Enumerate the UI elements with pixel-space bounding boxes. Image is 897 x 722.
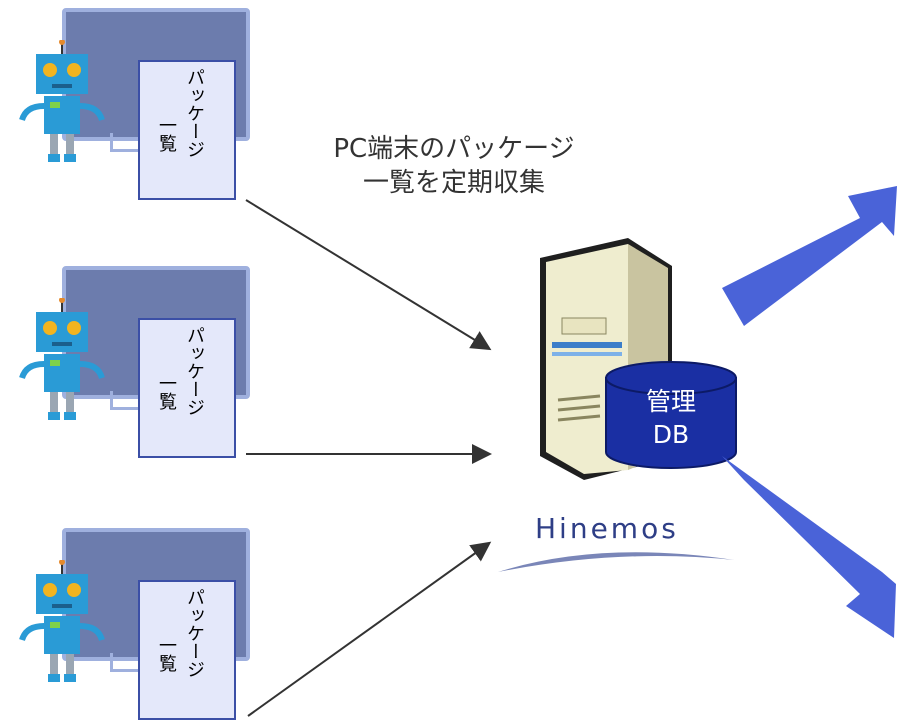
package-list-document: パッケージ 一覧 bbox=[138, 318, 236, 458]
doc-label-line1: パッケージ bbox=[184, 588, 205, 678]
database-cylinder-icon bbox=[605, 361, 737, 469]
output-arrow-up bbox=[722, 186, 897, 326]
collect-arrow-3 bbox=[247, 541, 492, 717]
agent-node-2: パッケージ 一覧 bbox=[0, 258, 250, 458]
agent-node-1: パッケージ 一覧 bbox=[0, 0, 250, 200]
output-arrow-down bbox=[722, 456, 896, 638]
agent-node-3: パッケージ 一覧 bbox=[0, 520, 250, 720]
collection-caption: PC端末のパッケージ 一覧を定期収集 bbox=[300, 132, 608, 200]
database-label-line2: DB bbox=[652, 420, 690, 449]
database-label: 管理 DB bbox=[606, 385, 736, 451]
database-label-line1: 管理 bbox=[645, 387, 696, 416]
doc-label-line2: 一覧 bbox=[156, 636, 177, 672]
collection-caption-line1: PC端末のパッケージ bbox=[333, 134, 575, 164]
logo-swoosh bbox=[498, 552, 734, 572]
robot-icon bbox=[19, 40, 105, 162]
package-list-document: パッケージ 一覧 bbox=[138, 60, 236, 200]
hinemos-logo: Hinemos bbox=[535, 512, 679, 545]
doc-label-line2: 一覧 bbox=[156, 116, 177, 152]
robot-icon bbox=[19, 560, 105, 682]
package-list-document: パッケージ 一覧 bbox=[138, 580, 236, 720]
doc-label-line1: パッケージ bbox=[184, 68, 205, 158]
doc-label-line2: 一覧 bbox=[156, 374, 177, 410]
collect-arrow-1 bbox=[245, 199, 492, 351]
collection-caption-line2: 一覧を定期収集 bbox=[362, 168, 545, 198]
doc-label-line1: パッケージ bbox=[184, 326, 205, 416]
robot-icon bbox=[19, 298, 105, 420]
